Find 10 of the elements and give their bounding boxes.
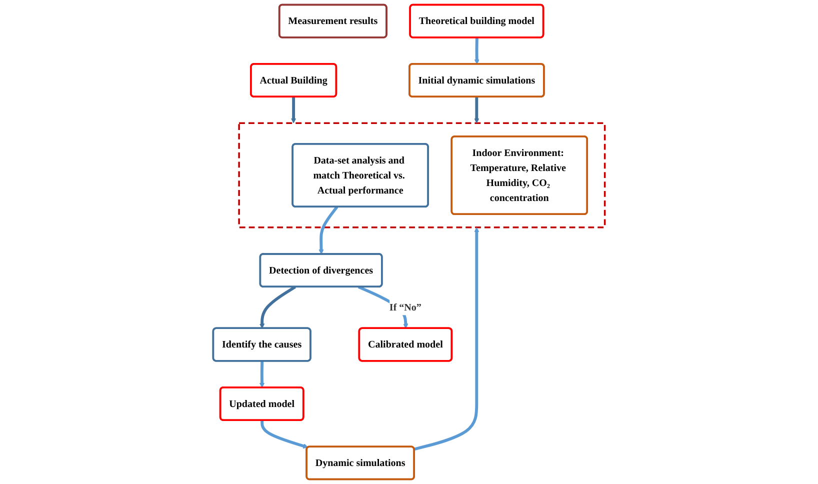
arrow [474,96,480,124]
arrow [290,96,296,124]
arrow [474,38,480,64]
arrow [259,286,296,329]
arrow [259,361,265,388]
arrow [414,227,480,451]
edge-label: If “No” [389,302,422,313]
arrow [318,206,338,254]
arrow [260,420,308,449]
cluster [238,122,606,228]
